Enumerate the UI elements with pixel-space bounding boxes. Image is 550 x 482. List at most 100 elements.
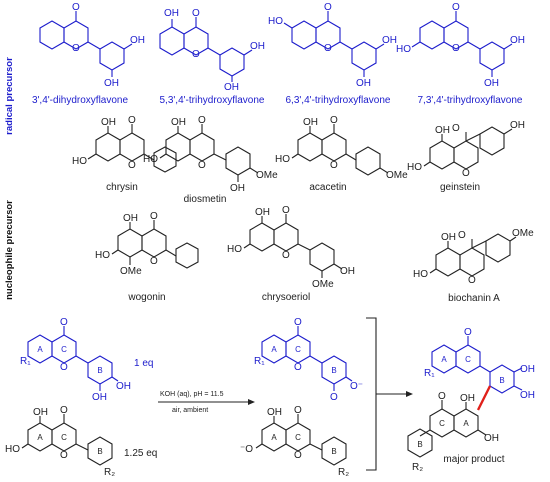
reaction-arrow-2-head xyxy=(406,391,413,397)
compound-name-34-dihydroxyflavone: 3',4'-dihydroxyflavone xyxy=(32,95,129,106)
structure-534-trihydroxyflavone: OH O O OH OH xyxy=(159,8,265,93)
ring-o: O xyxy=(282,250,290,261)
ho-label: HO xyxy=(72,156,87,167)
intermediate-phenolate: OH O O ⁻O A C B R₂ xyxy=(240,405,349,478)
carbonyl-o: O xyxy=(192,8,200,19)
carbonyl-o: O xyxy=(324,2,332,13)
carbonyl-o: O xyxy=(60,405,68,416)
ome-label: OMe xyxy=(256,170,278,181)
oh-label: OH xyxy=(520,364,535,375)
eq-bottom-label: 1.25 eq xyxy=(124,448,157,459)
oh-label: OH xyxy=(340,266,355,277)
oh-label: OH xyxy=(171,117,186,128)
r2-label: R₂ xyxy=(338,467,349,478)
oh-label: OH xyxy=(164,8,179,19)
structure-chrysin: OH O O HO xyxy=(72,115,177,173)
oh-label: OH xyxy=(303,117,318,128)
ring-b-label: B xyxy=(331,366,336,375)
compound-name-diosmetin: diosmetin xyxy=(184,194,227,205)
carbonyl-o: O xyxy=(282,205,290,216)
carbonyl-o: O xyxy=(464,327,472,338)
r2-label: R₂ xyxy=(104,467,115,478)
carbonyl-o: O xyxy=(438,391,446,402)
ome-label: OMe xyxy=(386,170,408,181)
carbonyl-o: O xyxy=(60,317,68,328)
ring-o: O xyxy=(198,160,206,171)
intermediate-quinone-radical: O O A C B R₁ O⁻ O xyxy=(254,317,363,403)
structure-diosmetin: OH O O HO OMe OH xyxy=(143,115,278,194)
oh-label: OH xyxy=(382,35,397,46)
ome-label: OMe xyxy=(120,266,142,277)
oh-label: OH xyxy=(460,393,475,404)
compound-name-wogonin: wogonin xyxy=(127,292,165,303)
ring-o: O xyxy=(452,43,460,54)
oh-label: OH xyxy=(33,407,48,418)
ho-label: HO xyxy=(413,269,428,280)
compound-name-534-trihydroxyflavone: 5,3',4'-trihydroxyflavone xyxy=(160,95,265,106)
oh-label: OH xyxy=(510,120,525,131)
ring-o: O xyxy=(72,43,80,54)
structure-geinstein: OH O O HO OH xyxy=(407,120,525,179)
ho-label: HO xyxy=(95,250,110,261)
ho-label: HO xyxy=(396,44,411,55)
oh-label: OH xyxy=(230,183,245,194)
reactant-nucleophile-precursor: OH O O HO A C B R₂ xyxy=(5,405,115,478)
ring-o: O xyxy=(462,168,470,179)
oh-label: OH xyxy=(484,78,499,89)
carbonyl-o: O xyxy=(72,2,80,13)
structure-acacetin: OH O O HO OMe xyxy=(275,115,408,181)
oh-label: OH xyxy=(250,41,265,52)
oh-label: OH xyxy=(116,381,131,392)
ring-o: O xyxy=(468,275,476,286)
r2-label: R₂ xyxy=(412,462,423,473)
condition-air: air, ambient xyxy=(172,407,208,414)
structure-wogonin: OH O O HO OMe xyxy=(95,211,199,277)
structure-734-trihydroxyflavone: HO O O OH OH xyxy=(396,2,525,89)
ho-label: HO xyxy=(407,162,422,173)
ring-a-label: A xyxy=(37,433,43,442)
ring-b-label: B xyxy=(97,447,102,456)
carbonyl-o: O xyxy=(458,230,466,241)
carbonyl-o: O xyxy=(294,317,302,328)
r1-label: R₁ xyxy=(20,356,31,367)
ring-a-label: A xyxy=(37,345,43,354)
structure-chrysoeriol: OH O O HO OH OMe xyxy=(227,205,355,290)
ring-c-label: C xyxy=(295,433,301,442)
carbonyl-o: O xyxy=(330,115,338,126)
oh-label: OH xyxy=(101,117,116,128)
compound-name-734-trihydroxyflavone: 7,3',4'-trihydroxyflavone xyxy=(418,95,523,106)
ring-a-label: A xyxy=(441,355,447,364)
reaction-arrow-1-head xyxy=(248,399,255,405)
oh-label: OH xyxy=(104,78,119,89)
ring-c-label: C xyxy=(295,345,301,354)
ring-o: O xyxy=(60,450,68,461)
carbonyl-o: O xyxy=(294,405,302,416)
oh-label: OH xyxy=(484,433,499,444)
compound-name-chrysin: chrysin xyxy=(106,182,138,193)
ome-label: OMe xyxy=(312,279,334,290)
condition-base: KOH (aq), pH = 11.5 xyxy=(160,391,224,398)
compound-name-chrysoeriol: chrysoeriol xyxy=(262,292,310,303)
ring-o: O xyxy=(330,160,338,171)
o-minus-label: O⁻ xyxy=(350,381,363,392)
ring-b-label: B xyxy=(417,440,422,449)
compound-name-biochanin-a: biochanin A xyxy=(448,293,500,304)
oh-label: OH xyxy=(267,407,282,418)
ring-c-label: C xyxy=(61,345,67,354)
oh-label: OH xyxy=(510,35,525,46)
radical-precursor-label: radical precursor xyxy=(4,57,15,135)
ring-b-label: B xyxy=(499,376,504,385)
ring-c-label: C xyxy=(61,433,67,442)
carbonyl-o: O xyxy=(330,392,338,403)
r1-label: R₁ xyxy=(254,356,265,367)
oh-label: OH xyxy=(356,78,371,89)
oh-label: OH xyxy=(435,125,450,136)
major-product-label: major product xyxy=(443,454,504,465)
compound-name-acacetin: acacetin xyxy=(309,182,346,193)
structure-biochanin-a: OH O O HO OMe xyxy=(413,228,534,286)
compound-name-634-trihydroxyflavone: 6,3',4'-trihydroxyflavone xyxy=(286,95,391,106)
oh-label: OH xyxy=(441,232,456,243)
oh-label: OH xyxy=(92,392,107,403)
carbonyl-o: O xyxy=(128,115,136,126)
